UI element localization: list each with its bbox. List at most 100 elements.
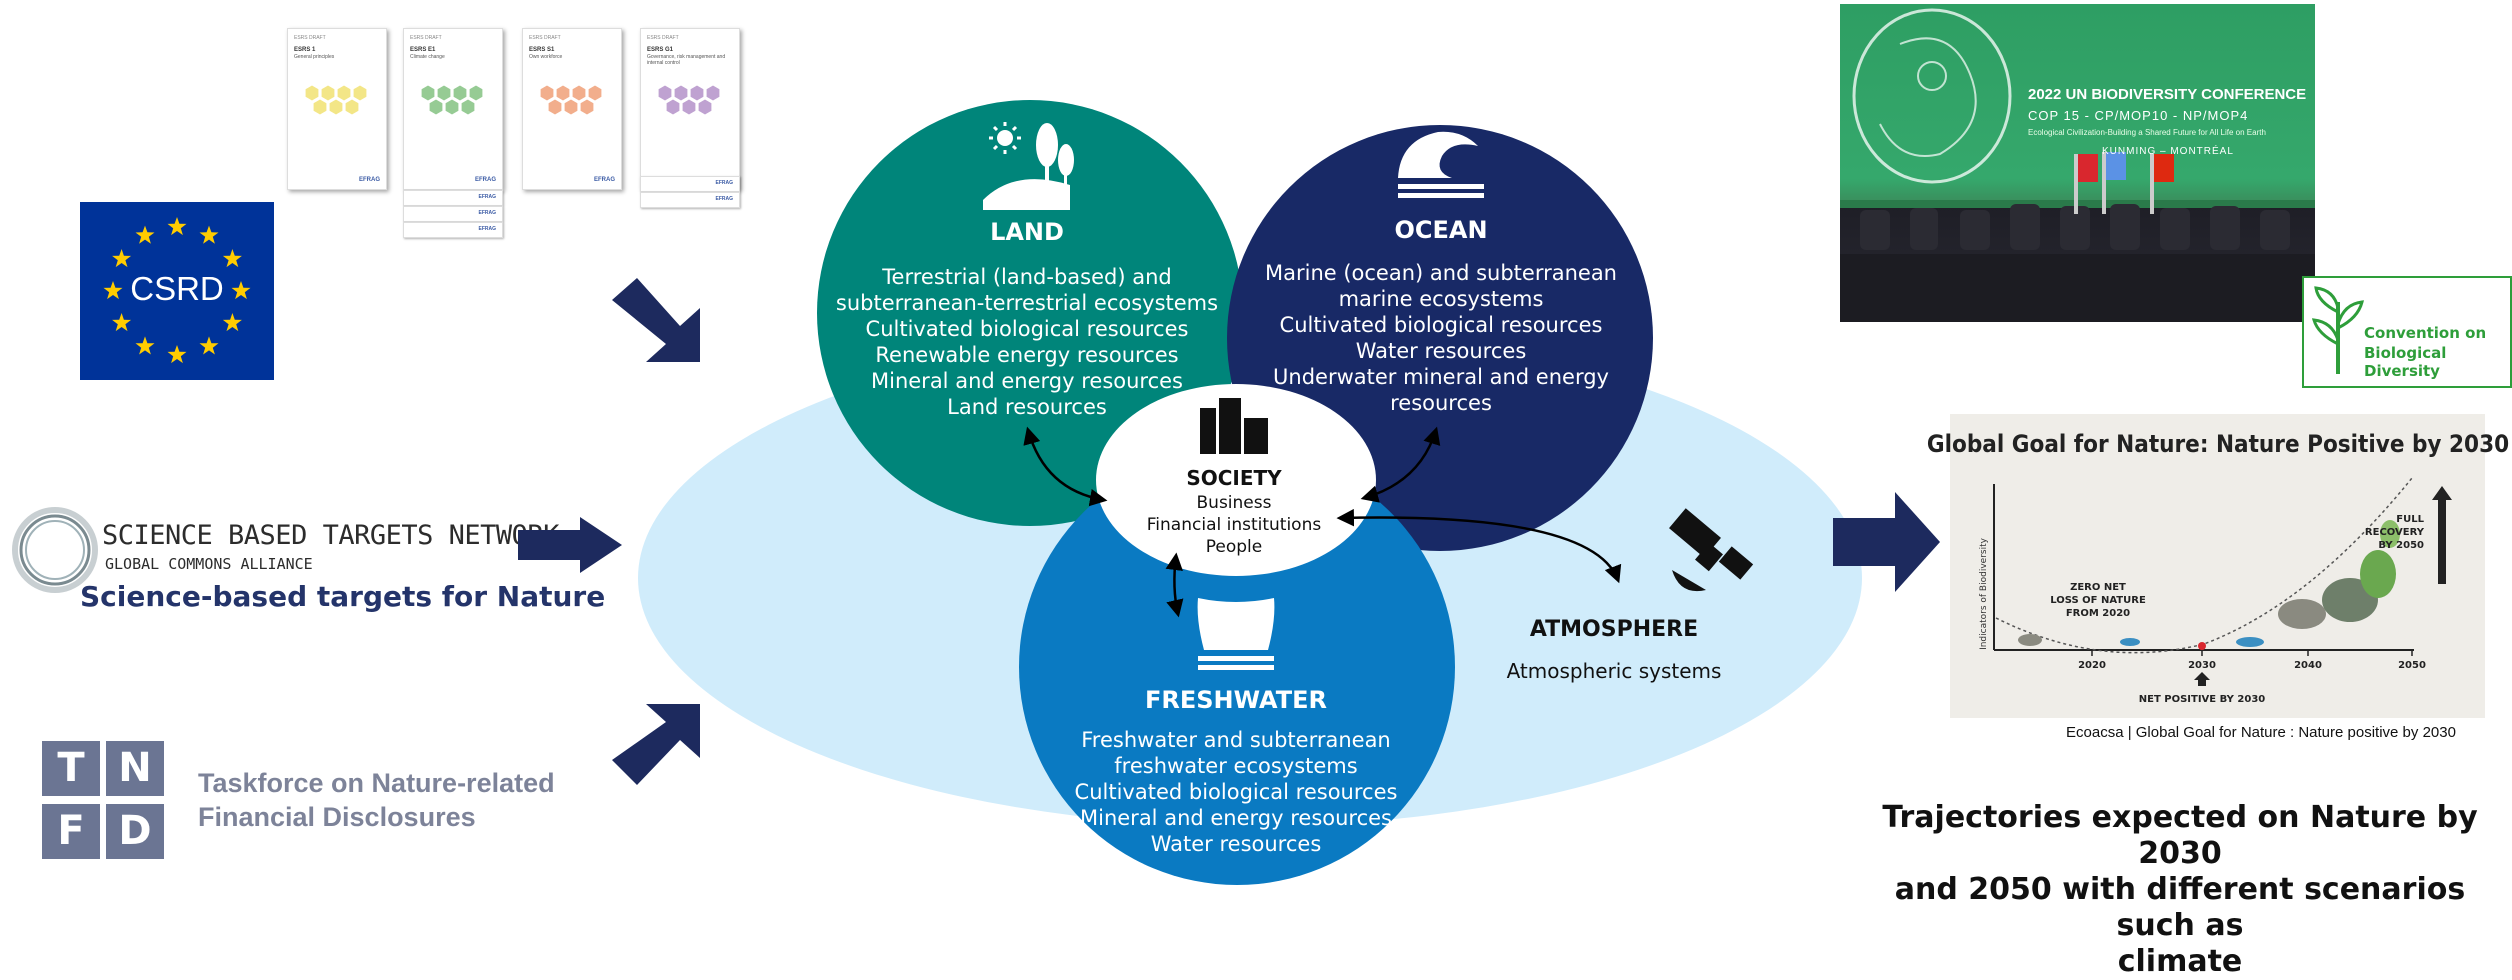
goal-chart-tick-label: 2040 — [2294, 660, 2322, 671]
esrs-doc-code: ESRS S1 — [529, 47, 555, 53]
svg-text:FROM 2020: FROM 2020 — [2066, 608, 2130, 619]
esrs-doc-brand: EFRAG — [594, 177, 615, 183]
esrs-stack-brand: EFRAG — [478, 226, 497, 232]
land-icon — [983, 122, 1074, 210]
land-line: subterranean-terrestrial ecosystems — [836, 291, 1218, 315]
trajectory-text: Trajectories expected on Nature by 2030 … — [1880, 800, 2480, 980]
net-positive-arrow-icon — [2194, 672, 2210, 686]
csrd-flag-logo: CSRD — [80, 202, 274, 380]
ocean-line: Water resources — [1356, 339, 1527, 363]
cop15-title: 2022 UN BIODIVERSITY CONFERENCE — [2028, 86, 2307, 103]
goal-chart-zero-net: ZERO NET LOSS OF NATURE FROM 2020 — [2050, 582, 2146, 619]
ocean-line: marine ecosystems — [1339, 287, 1544, 311]
sbtn-caption: Science-based targets for Nature — [80, 580, 606, 613]
ocean-line: Cultivated biological resources — [1280, 313, 1603, 337]
tnfd-name-line2: Financial Disclosures — [198, 802, 476, 832]
goal-chart-tick-label: 2030 — [2188, 660, 2216, 671]
esrs-doc-code: ESRS 1 — [294, 47, 316, 53]
society-buildings-icon — [1200, 398, 1268, 454]
tnfd-letter-n: N — [106, 741, 164, 796]
eu-star-icon — [135, 336, 155, 355]
eu-stars-icon — [103, 217, 251, 364]
esrs-hexagon-icon — [420, 84, 484, 116]
society-atmosphere-arrow — [1336, 508, 1622, 584]
esrs-doc-subtitle: General principles — [294, 54, 335, 60]
eu-star-icon — [135, 225, 155, 244]
cop15-theme: Ecological Civilization-Building a Share… — [2028, 128, 2266, 137]
atmosphere-text: Atmospheric systems — [1507, 659, 1722, 683]
freshwater-line: Water resources — [1151, 832, 1322, 856]
freshwater-line: freshwater ecosystems — [1114, 754, 1357, 778]
esrs-stacked-sheet: EFRAG — [640, 192, 740, 208]
cbd-name-line1: Convention on — [2364, 324, 2487, 342]
svg-text:LOSS OF NATURE: LOSS OF NATURE — [2050, 595, 2146, 606]
trajectory-line-2: and 2050 with different scenarios such a… — [1894, 872, 2466, 943]
arrow-from-csrd-icon — [612, 278, 700, 362]
society-ellipse — [1096, 384, 1376, 576]
esrs-doc-brand: EFRAG — [359, 177, 380, 183]
land-society-arrow — [1023, 426, 1108, 507]
svg-text:BY 2050: BY 2050 — [2378, 540, 2424, 551]
society-title: SOCIETY — [1186, 466, 1282, 490]
cbd-plant-icon — [2311, 286, 2364, 374]
freshwater-line: Cultivated biological resources — [1075, 780, 1398, 804]
esrs-hexagon-icon — [539, 84, 603, 116]
cop15-photo: 2022 UN BIODIVERSITY CONFERENCE COP 15 -… — [1840, 4, 2315, 322]
eu-star-icon — [112, 313, 132, 332]
ocean-title: OCEAN — [1394, 216, 1487, 244]
esrs-doc-header: ESRS DRAFT — [647, 35, 679, 41]
freshwater-line: Freshwater and subterranean — [1081, 728, 1391, 752]
arrow-to-goal-chart-icon — [1833, 492, 1940, 592]
eu-star-icon — [222, 313, 242, 332]
goal-chart-up-arrow-icon — [2432, 486, 2452, 584]
freshwater-line: Mineral and energy resources — [1080, 806, 1392, 830]
freshwater-waterfall-icon — [1197, 598, 1275, 670]
cbd-logo: Convention on Biological Diversity — [2302, 276, 2512, 388]
ocean-line: Marine (ocean) and subterranean — [1265, 261, 1617, 285]
esrs-doc-code: ESRS G1 — [647, 47, 674, 53]
svg-text:RECOVERY: RECOVERY — [2365, 527, 2425, 538]
goal-chart-net-positive: NET POSITIVE BY 2030 — [2139, 694, 2266, 705]
nature-realms-diagram: LAND OCEAN SOCIETY FRESHWATER ATMOSPHERE… — [518, 100, 1940, 885]
society-line: Business — [1197, 493, 1272, 513]
goal-chart-tick-label: 2050 — [2398, 660, 2426, 671]
cop15-subtitle: COP 15 - CP/MOP10 - NP/MOP4 — [2028, 108, 2249, 123]
freshwater-title: FRESHWATER — [1145, 686, 1327, 714]
esrs-stacked-sheet: EFRAG — [403, 206, 503, 222]
esrs-doc-code: ESRS E1 — [410, 47, 436, 53]
sbtn-subtitle: GLOBAL COMMONS ALLIANCE — [105, 555, 313, 573]
esrs-stacked-sheet: EFRAG — [403, 190, 503, 206]
society-freshwater-arrow — [1165, 552, 1184, 618]
esrs-stack-brand: EFRAG — [478, 210, 497, 216]
land-description: Terrestrial (land-based) andsubterranean… — [836, 265, 1218, 419]
esrs-stack-brand: EFRAG — [478, 194, 497, 200]
tnfd-letter-d: D — [106, 804, 164, 859]
csrd-label: CSRD — [130, 270, 224, 307]
trajectory-line-1: Trajectories expected on Nature by 2030 — [1882, 800, 2478, 871]
land-line: Land resources — [947, 395, 1107, 419]
eu-star-icon — [199, 336, 219, 355]
society-line: Financial institutions — [1147, 515, 1322, 535]
goal-chart-title: Global Goal for Nature: Nature Positive … — [1927, 430, 2509, 458]
sbtn-name: SCIENCE BASED TARGETS NETWORK — [102, 520, 559, 551]
land-line: Cultivated biological resources — [866, 317, 1189, 341]
esrs-stack-brand: EFRAG — [715, 180, 734, 186]
trajectory-line-3: climate — [2117, 944, 2243, 979]
esrs-doc-subtitle: Own workforce — [529, 54, 563, 60]
esrs-hexagon-icon — [304, 84, 368, 116]
tnfd-letter-f: F — [42, 804, 100, 859]
goal-chart-caption: Ecoacsa | Global Goal for Nature : Natur… — [2066, 724, 2456, 741]
tnfd-letter-t: T — [42, 741, 100, 796]
ocean-wave-icon — [1398, 131, 1484, 198]
eu-star-icon — [199, 225, 219, 244]
esrs-stacked-sheet: EFRAG — [640, 176, 740, 192]
land-line: Renewable energy resources — [875, 343, 1178, 367]
esrs-doc-subtitle: Climate change — [410, 54, 445, 60]
tnfd-name-line1: Taskforce on Nature-related — [198, 768, 555, 798]
